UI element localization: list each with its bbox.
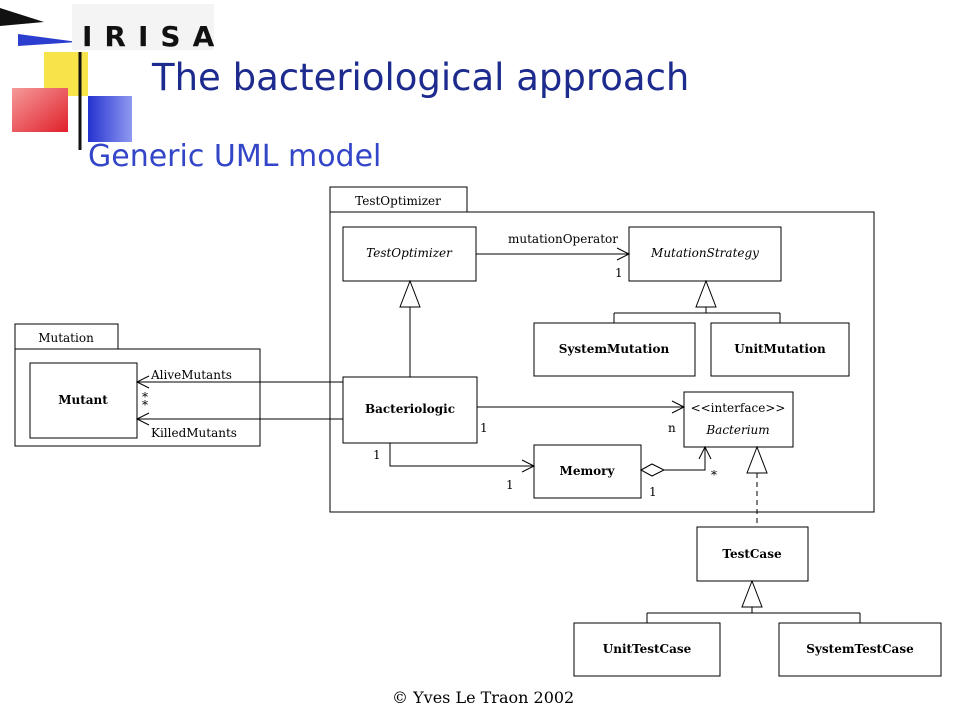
package-name-test-optimizer: TestOptimizer <box>355 194 441 208</box>
generalization-arrow <box>695 279 717 308</box>
class-memory <box>533 444 642 499</box>
multiplicity-memory-bacterium-far: * <box>711 468 717 482</box>
class-name-mutant: Mutant <box>58 393 108 407</box>
multiplicity-killed-mutants: * <box>142 398 148 412</box>
multiplicity-bacteriologic-memory-near: 1 <box>373 448 381 462</box>
label-alive-mutants: AliveMutants <box>150 368 232 382</box>
footer-copyright: © Yves Le Traon 2002 <box>392 688 575 707</box>
class-name-unit-mutation: UnitMutation <box>734 342 826 356</box>
multiplicity-bacteriologic-bacterium-far: n <box>668 421 676 435</box>
aggregation-memory-bacterium <box>664 447 706 471</box>
multiplicity-bacteriologic-memory-far: 1 <box>506 478 514 492</box>
class-name-system-test-case: SystemTestCase <box>806 642 914 656</box>
class-name-bacteriologic: Bacteriologic <box>365 402 455 416</box>
class-name-bacterium: Bacterium <box>705 423 769 437</box>
package-mutation <box>14 348 261 447</box>
package-test-optimizer <box>329 211 875 513</box>
multiplicity-mutation-operator: 1 <box>615 266 623 280</box>
slide-subtitle: Generic UML model <box>88 139 382 174</box>
class-name-memory: Memory <box>560 464 616 478</box>
class-name-mutation-strategy: MutationStrategy <box>650 246 759 260</box>
class-mutant <box>29 362 138 439</box>
class-name-test-optimizer: TestOptimizer <box>366 246 453 260</box>
class-bacterium <box>683 391 794 448</box>
realization-arrow <box>746 445 768 474</box>
package-name-mutation: Mutation <box>38 331 94 345</box>
class-name-system-mutation: SystemMutation <box>559 342 670 356</box>
multiplicity-bacteriologic-bacterium-near: 1 <box>480 421 488 435</box>
multiplicity-alive-mutants: * <box>142 390 148 404</box>
label-mutation-operator: mutationOperator <box>508 232 618 246</box>
generalization-arrow <box>399 279 421 308</box>
generalization-arrow <box>741 579 763 608</box>
label-killed-mutants: KilledMutants <box>151 426 237 440</box>
multiplicity-memory-bacterium-near: 1 <box>649 485 657 499</box>
slide-title: The bacteriological approach <box>152 56 690 99</box>
class-name-unit-test-case: UnitTestCase <box>603 642 692 656</box>
class-stereotype-bacterium: <<interface>> <box>691 401 786 415</box>
assoc-bacteriologic-memory <box>389 443 534 467</box>
class-name-test-case: TestCase <box>722 547 782 561</box>
logo-text: IRISA <box>82 20 226 53</box>
